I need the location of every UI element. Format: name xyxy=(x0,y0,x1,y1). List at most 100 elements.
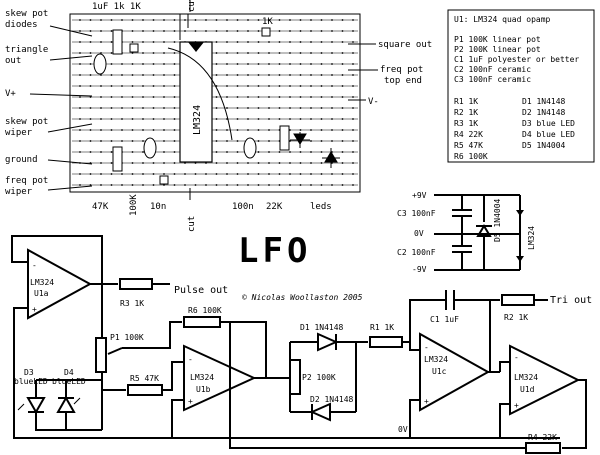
board-hole xyxy=(236,162,239,164)
board-hole xyxy=(299,30,302,32)
board-hole xyxy=(247,19,249,21)
board-hole xyxy=(331,30,333,32)
board-hole xyxy=(100,85,102,87)
board-hole xyxy=(268,184,270,186)
board-hole xyxy=(278,173,281,175)
board-hole xyxy=(278,41,281,43)
board-hole xyxy=(352,30,354,32)
board-hole xyxy=(310,96,312,98)
board-hole xyxy=(341,173,344,175)
board-hole xyxy=(121,118,123,120)
board-hole xyxy=(341,41,344,43)
board-hole xyxy=(121,173,123,175)
p2-label: P2 100K xyxy=(302,373,336,382)
board-hole xyxy=(247,173,249,175)
board-hole xyxy=(194,30,197,32)
board-hole xyxy=(100,118,102,120)
led-rays xyxy=(17,397,81,411)
board-hole xyxy=(257,140,260,142)
label-square-out: square out xyxy=(378,40,432,50)
board-hole xyxy=(236,107,239,109)
bottom-label-22k: 22K xyxy=(266,202,283,212)
board-hole xyxy=(341,52,344,54)
rail-zero-label: 0V xyxy=(414,229,424,238)
label-vplus: V+ xyxy=(5,89,16,99)
pot-p1 xyxy=(95,337,107,373)
board-hole xyxy=(278,162,281,164)
board-hole xyxy=(236,173,239,175)
board-hole xyxy=(89,30,92,32)
opamp-u1b xyxy=(183,344,257,412)
parts-r5: R5 47K xyxy=(454,141,483,150)
board-cut-mark xyxy=(179,14,189,40)
board-hole xyxy=(184,184,186,186)
board-hole xyxy=(320,140,323,142)
board-hole xyxy=(310,173,312,175)
board-hole xyxy=(110,118,113,120)
board-hole xyxy=(142,140,144,142)
board-hole xyxy=(257,63,260,65)
board-hole xyxy=(331,118,333,120)
board-hole xyxy=(173,140,176,142)
parts-d3: D3 blue LED xyxy=(522,119,575,128)
board-hole xyxy=(268,52,270,54)
board-hole xyxy=(299,52,302,54)
board-hole xyxy=(163,96,165,98)
power-rails xyxy=(434,194,520,271)
board-hole xyxy=(163,19,165,21)
board-hole xyxy=(341,63,344,65)
board-hole xyxy=(89,96,92,98)
board-hole xyxy=(163,107,165,109)
board-hole xyxy=(341,74,344,76)
board-hole xyxy=(310,41,312,43)
board-hole xyxy=(289,96,291,98)
board-hole xyxy=(110,140,113,142)
board-hole xyxy=(236,151,239,153)
board-hole xyxy=(268,173,270,175)
board-hole xyxy=(310,85,312,87)
board-hole xyxy=(173,19,176,21)
board-hole xyxy=(320,85,323,87)
board-hole xyxy=(226,19,228,21)
bottom-label-cut: cut xyxy=(187,216,197,232)
board-hole xyxy=(236,52,239,54)
board-hole xyxy=(131,184,134,186)
board-hole xyxy=(79,107,81,109)
r5-label: R5 47K xyxy=(130,374,159,383)
board-hole xyxy=(110,30,113,32)
board-hole xyxy=(131,96,134,98)
svg-text:+: + xyxy=(32,305,37,314)
board-hole xyxy=(100,162,102,164)
board-hole xyxy=(226,41,228,43)
board-hole xyxy=(89,19,92,21)
board-hole xyxy=(310,129,312,131)
d4-label: D4 xyxy=(64,368,74,377)
board-hole xyxy=(320,52,323,54)
board-hole xyxy=(257,107,260,109)
board-hole xyxy=(278,63,281,65)
board-hole xyxy=(310,63,312,65)
parts-d5: D5 1N4004 xyxy=(522,141,566,150)
board-hole xyxy=(278,52,281,54)
board-wire-1 xyxy=(167,47,233,141)
parts-list: U1: LM324 quad opamp P1 100K linear pot … xyxy=(447,9,595,163)
board-hole xyxy=(257,118,260,120)
board-hole xyxy=(163,140,165,142)
board-hole xyxy=(163,41,165,43)
parts-pot-1: P1 100K linear pot xyxy=(454,35,541,44)
board-hole xyxy=(110,74,113,76)
board-hole xyxy=(142,96,144,98)
board-hole xyxy=(268,63,270,65)
board-hole xyxy=(341,184,344,186)
label-wiper: wiper xyxy=(5,128,33,138)
board-hole xyxy=(205,173,207,175)
board-hole xyxy=(352,107,354,109)
power-section: +9V 0V -9V C3 100nF C2 100nF D5 1N4004 L… xyxy=(397,191,536,274)
board-hole xyxy=(299,173,302,175)
board-hole xyxy=(299,19,302,21)
left-arrows xyxy=(29,25,93,191)
board-hole xyxy=(142,118,144,120)
parts-r2: R2 1K xyxy=(454,108,478,117)
board-hole xyxy=(173,151,176,153)
board-hole xyxy=(352,85,354,87)
